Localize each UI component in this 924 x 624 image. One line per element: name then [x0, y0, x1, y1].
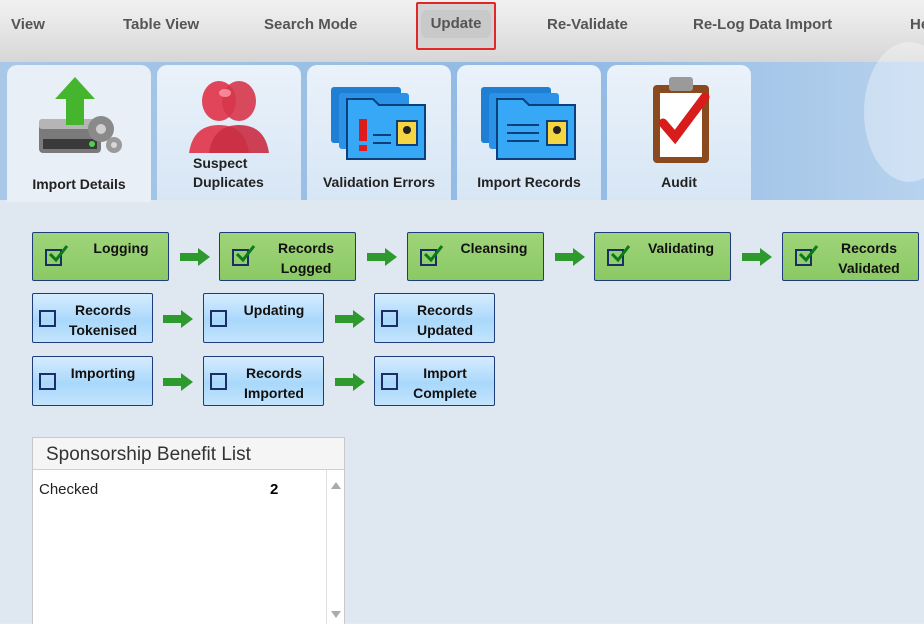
step-label: Records Validated: [838, 240, 900, 276]
step-checkbox: [607, 249, 624, 266]
tab-validation-errors[interactable]: Validation Errors: [307, 65, 451, 200]
step-checkbox: [39, 373, 56, 390]
step-label: Validating: [647, 240, 715, 256]
decorative-swoosh: [864, 42, 924, 182]
step-records-validated[interactable]: Records Validated: [782, 232, 919, 281]
step-records-tokenised[interactable]: Records Tokenised: [32, 293, 153, 343]
step-records-logged[interactable]: Records Logged: [219, 232, 356, 281]
step-validating[interactable]: Validating: [594, 232, 731, 281]
step-label: Records Logged: [277, 240, 335, 276]
tab-label: Audit: [661, 174, 697, 190]
tab-strip: Import Details Suspect Duplicates: [0, 42, 924, 202]
main-content: Import Details Suspect Duplicates: [0, 42, 924, 624]
arrow-right-icon: [335, 373, 365, 391]
tab-import-details[interactable]: Import Details: [7, 65, 151, 202]
arrow-right-icon: [367, 248, 397, 266]
step-checkbox: [210, 310, 227, 327]
tab-import-records[interactable]: Import Records: [457, 65, 601, 200]
list-item-count: 2: [270, 481, 279, 498]
sponsorship-benefit-panel: Sponsorship Benefit List Checked 2: [32, 437, 345, 624]
arrow-right-icon: [163, 373, 193, 391]
step-label: Records Updated: [416, 302, 474, 338]
step-label: Updating: [243, 302, 305, 318]
step-checkbox: [381, 310, 398, 327]
step-label: Import Complete: [413, 365, 477, 401]
clipboard-check-icon: [653, 77, 710, 163]
step-import-complete[interactable]: Import Complete: [374, 356, 495, 406]
menu-re-log-data-import[interactable]: Re-Log Data Import: [693, 16, 833, 33]
menu-re-validate[interactable]: Re-Validate: [547, 16, 628, 33]
duplicate-people-icon: [189, 81, 269, 153]
step-checkbox: [210, 373, 227, 390]
scroll-up-icon[interactable]: [331, 482, 341, 489]
step-checkbox: [795, 249, 812, 266]
menu-update[interactable]: Update: [416, 2, 496, 50]
step-label: Importing: [70, 365, 136, 381]
menu-help[interactable]: He: [910, 16, 924, 33]
checkmark-icon: [423, 245, 444, 263]
error-folder-icon: [331, 87, 426, 160]
step-logging[interactable]: Logging: [32, 232, 169, 281]
menu-table-view[interactable]: Table View: [123, 16, 200, 33]
step-cleansing[interactable]: Cleansing: [407, 232, 544, 281]
tab-label: Suspect Duplicates: [193, 155, 264, 190]
step-records-imported[interactable]: Records Imported: [203, 356, 324, 406]
arrow-right-icon: [742, 248, 772, 266]
step-checkbox: [232, 249, 249, 266]
scroll-down-icon[interactable]: [331, 611, 341, 618]
panel-scrollbar[interactable]: [326, 470, 344, 624]
step-label: Records Tokenised: [68, 302, 138, 338]
step-label: Logging: [93, 240, 149, 256]
step-checkbox: [381, 373, 398, 390]
list-item-label[interactable]: Checked: [39, 481, 99, 498]
checkmark-icon: [235, 245, 256, 263]
checkmark-icon: [798, 245, 819, 263]
panel-title: Sponsorship Benefit List: [33, 438, 344, 470]
top-menu-bar: View Table View Search Mode Update Re-Va…: [0, 0, 924, 63]
tab-audit[interactable]: Audit: [607, 65, 751, 200]
menu-view[interactable]: View: [11, 16, 45, 33]
step-label: Cleansing: [460, 240, 528, 256]
arrow-right-icon: [335, 310, 365, 328]
checkmark-icon: [48, 245, 69, 263]
menu-search-mode[interactable]: Search Mode: [264, 16, 358, 33]
arrow-right-icon: [180, 248, 210, 266]
step-checkbox: [45, 249, 62, 266]
step-checkbox: [39, 310, 56, 327]
server-upload-icon: [39, 77, 122, 153]
step-updating[interactable]: Updating: [203, 293, 324, 343]
arrow-right-icon: [163, 310, 193, 328]
tab-suspect-duplicates[interactable]: Suspect Duplicates: [157, 65, 301, 200]
tab-label: Import Details: [32, 176, 126, 192]
tab-label: Import Records: [477, 174, 581, 190]
step-records-updated[interactable]: Records Updated: [374, 293, 495, 343]
tab-label: Validation Errors: [322, 174, 436, 190]
arrow-right-icon: [555, 248, 585, 266]
step-importing[interactable]: Importing: [32, 356, 153, 406]
step-checkbox: [420, 249, 437, 266]
records-folder-icon: [481, 87, 576, 160]
checkmark-icon: [610, 245, 631, 263]
step-label: Records Imported: [244, 365, 304, 401]
menu-update-label: Update: [420, 10, 492, 38]
